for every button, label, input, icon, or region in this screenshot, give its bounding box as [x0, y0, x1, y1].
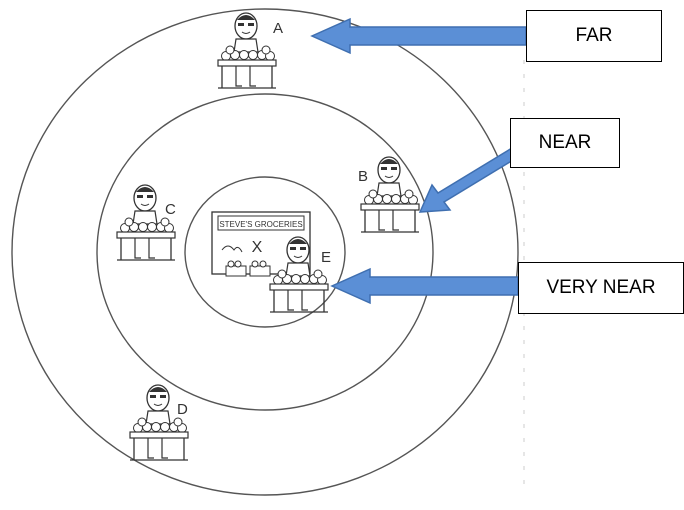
- vendor-d: D: [129, 384, 189, 461]
- vendor-e-label: E: [321, 249, 331, 266]
- store-marker: X: [252, 239, 263, 256]
- vendor-b: B: [358, 156, 420, 233]
- callout-near-text: NEAR: [538, 132, 592, 153]
- arrow-near: [418, 146, 520, 213]
- vendor-a-label: A: [273, 20, 283, 37]
- callout-near: NEAR: [510, 118, 620, 168]
- vendor-d-label: D: [177, 401, 188, 418]
- callout-far-text: FAR: [575, 25, 613, 46]
- vendor-b-label: B: [358, 168, 368, 185]
- store-stand: STEVE'S GROCERIES X: [211, 211, 311, 277]
- middle-ring: [96, 93, 434, 411]
- store-sign: STEVE'S GROCERIES: [219, 220, 302, 229]
- callout-very-near: VERY NEAR: [518, 262, 684, 314]
- vendor-c: C: [116, 184, 176, 261]
- callout-far: FAR: [526, 10, 662, 62]
- vendor-e: E: [269, 236, 331, 313]
- outer-ring: [11, 8, 519, 496]
- vendor-c-label: C: [165, 201, 176, 218]
- callout-very-near-text: VERY NEAR: [546, 277, 656, 298]
- inner-ring: [184, 176, 346, 328]
- arrow-far: [310, 17, 527, 55]
- arrow-very-near: [330, 267, 519, 305]
- vendor-a: A: [217, 12, 283, 89]
